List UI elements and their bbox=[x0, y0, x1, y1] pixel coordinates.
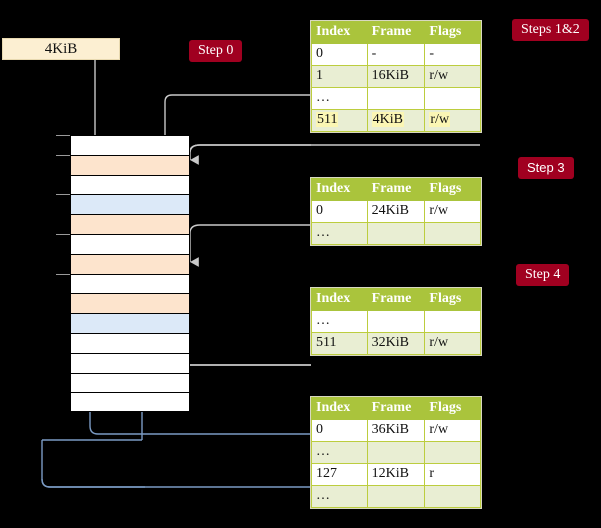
cell-frame: 4KiB bbox=[366, 109, 426, 132]
cell-flags: r/w bbox=[424, 109, 481, 132]
physical-memory-column bbox=[70, 135, 190, 413]
table-row: … bbox=[311, 485, 481, 508]
cell-frame bbox=[366, 310, 426, 333]
column-header-flags: Flags bbox=[424, 288, 481, 311]
cell-index: 0 bbox=[311, 43, 368, 66]
cell-flags bbox=[424, 310, 481, 333]
table-row: … bbox=[311, 222, 481, 245]
memory-frame-used bbox=[70, 253, 190, 274]
cell-frame: 24KiB bbox=[366, 200, 426, 223]
cell-flags: r bbox=[424, 463, 481, 486]
memory-frame-free bbox=[70, 333, 190, 353]
cell-frame: - bbox=[366, 43, 426, 66]
cell-frame: 32KiB bbox=[366, 332, 426, 355]
table-row: … bbox=[311, 87, 481, 110]
column-header-flags: Flags bbox=[424, 178, 481, 201]
cell-frame bbox=[366, 87, 426, 110]
column-header-index: Index bbox=[311, 21, 368, 44]
cell-flags: - bbox=[424, 43, 481, 66]
memory-frame-free bbox=[70, 135, 190, 155]
cell-index: … bbox=[311, 310, 368, 333]
column-header-index: Index bbox=[311, 397, 368, 420]
cell-index: … bbox=[311, 87, 368, 110]
cell-frame bbox=[366, 485, 426, 508]
memory-frame-used bbox=[70, 214, 190, 234]
column-header-index: Index bbox=[311, 288, 368, 311]
cell-index: 127 bbox=[311, 463, 368, 486]
memory-frame-free bbox=[70, 174, 190, 195]
cell-index: 511 bbox=[311, 109, 368, 132]
table-row: … bbox=[311, 310, 481, 333]
cell-frame bbox=[366, 222, 426, 245]
column-header-frame: Frame bbox=[366, 397, 426, 420]
cell-frame: 36KiB bbox=[366, 419, 426, 442]
wire-pml4-511-to-memory bbox=[189, 144, 480, 165]
memory-frame-free bbox=[70, 392, 190, 413]
badge-step-3: Step 3 bbox=[518, 157, 574, 179]
badge-step-4: Step 4 bbox=[516, 264, 570, 286]
cell-flags: r/w bbox=[424, 332, 481, 355]
column-header-frame: Frame bbox=[366, 288, 426, 311]
cell-index: 0 bbox=[311, 200, 368, 223]
cell-flags bbox=[424, 441, 481, 464]
cell-flags bbox=[424, 87, 481, 110]
column-header-index: Index bbox=[311, 178, 368, 201]
cell-frame: 12KiB bbox=[366, 463, 426, 486]
memory-frame-stub bbox=[56, 154, 70, 156]
memory-frame-stub bbox=[56, 273, 70, 275]
cell-index: 511 bbox=[311, 332, 368, 355]
cell-flags bbox=[424, 485, 481, 508]
memory-frame-stub bbox=[56, 135, 70, 136]
memory-frame-table bbox=[70, 194, 190, 215]
table-row: … bbox=[311, 441, 481, 464]
table-row: 0-- bbox=[311, 43, 481, 66]
cell-flags: r/w bbox=[424, 419, 481, 442]
cell-index: … bbox=[311, 441, 368, 464]
memory-frame-free bbox=[70, 234, 190, 254]
badge-steps-1-2: Steps 1&2 bbox=[512, 19, 589, 41]
column-header-frame: Frame bbox=[366, 178, 426, 201]
cell-index: 0 bbox=[311, 419, 368, 442]
column-header-flags: Flags bbox=[424, 397, 481, 420]
cell-flags: r/w bbox=[424, 65, 481, 88]
cell-index: … bbox=[311, 222, 368, 245]
badge-step-0: Step 0 bbox=[189, 40, 243, 62]
cell-frame: 16KiB bbox=[366, 65, 426, 88]
cell-index: … bbox=[311, 485, 368, 508]
cell-flags bbox=[424, 222, 481, 245]
memory-frame-used bbox=[70, 154, 190, 175]
column-header-flags: Flags bbox=[424, 21, 481, 44]
cell-frame bbox=[366, 441, 426, 464]
memory-frame-free bbox=[70, 273, 190, 294]
memory-frame-free bbox=[70, 372, 190, 393]
virtual-page-box: 4KiB bbox=[2, 38, 120, 60]
cell-flags: r/w bbox=[424, 200, 481, 223]
wire-pdpt-to-memory bbox=[189, 224, 311, 267]
memory-frame-free bbox=[70, 352, 190, 373]
cell-index: 1 bbox=[311, 65, 368, 88]
memory-frame-stub bbox=[56, 194, 70, 196]
memory-frame-used bbox=[70, 293, 190, 314]
memory-frame-table bbox=[70, 313, 190, 333]
memory-frame-stub bbox=[56, 234, 70, 235]
column-header-frame: Frame bbox=[366, 21, 426, 44]
